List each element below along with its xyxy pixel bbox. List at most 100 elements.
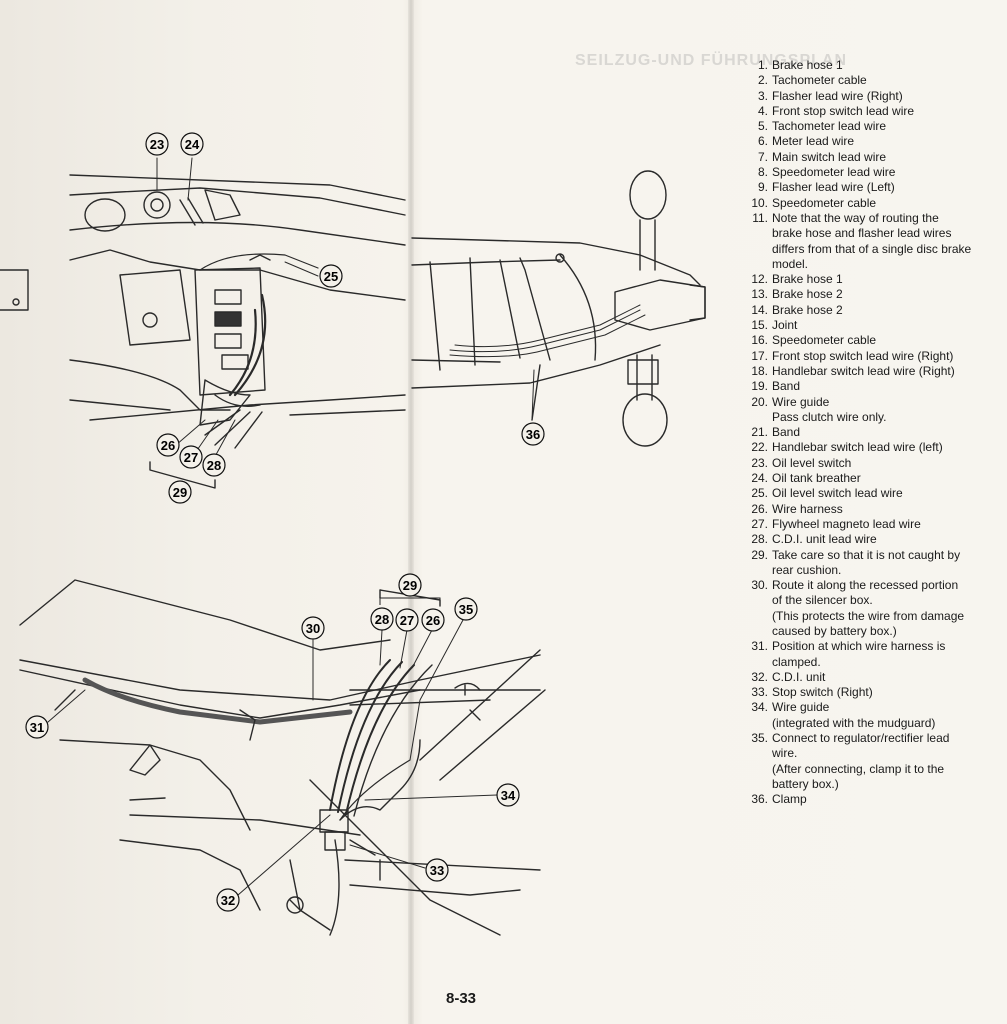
- legend-item-number: 8.: [757, 165, 768, 180]
- callout-35: 35: [454, 597, 478, 621]
- legend-item-number: 11.: [752, 210, 768, 225]
- legend-item-text: Speedometer lead wire: [772, 165, 896, 180]
- svg-text:29: 29: [403, 578, 417, 593]
- legend-item: 25. Oil level switch lead wire: [746, 486, 998, 501]
- legend-item: 17. Front stop switch lead wire (Right): [746, 349, 998, 364]
- bleed-through-title: SEILZUG-UND FÜHRUNGSPLAN: [575, 52, 847, 69]
- legend-item-number: 13.: [751, 287, 768, 302]
- callout-31: 31: [25, 715, 49, 739]
- legend-item: 20.Wire guide Pass clutch wire only.: [746, 395, 998, 426]
- legend-item-text: Clamp: [772, 792, 807, 807]
- svg-text:36: 36: [526, 427, 540, 442]
- legend-item: 29.Take care so that it is not caught by…: [746, 548, 998, 579]
- callout-34: 34: [496, 783, 520, 807]
- legend-item: 36.Clamp: [746, 792, 998, 807]
- legend-item-text: Front stop switch lead wire (Right): [772, 348, 954, 363]
- legend-item-number: 28.: [751, 532, 768, 547]
- svg-text:34: 34: [501, 788, 516, 803]
- svg-text:28: 28: [375, 612, 389, 627]
- callout-29-top: 29: [168, 480, 192, 504]
- legend-item: 2.Tachometer cable: [746, 73, 998, 88]
- legend-item-text: Tachometer lead wire: [772, 119, 887, 134]
- legend-item-number: 35.: [751, 731, 768, 746]
- legend-item-text: Band: [772, 379, 801, 394]
- legend-item: 33.Stop switch (Right): [746, 685, 998, 700]
- svg-text:27: 27: [184, 450, 198, 465]
- callout-32: 32: [216, 888, 240, 912]
- legend-item-text: Meter lead wire: [772, 134, 855, 149]
- callout-24: 24: [180, 132, 204, 156]
- legend-item: 22.Handlebar switch lead wire (left): [746, 440, 998, 455]
- legend-item-number: 3.: [757, 88, 768, 103]
- legend-item-text: Connect to regulator/rectifier lead wire…: [772, 731, 950, 791]
- legend-item: 15.Joint: [746, 318, 998, 333]
- legend-item: 21. Band: [746, 425, 998, 440]
- legend-item: 12. Brake hose 1: [746, 272, 998, 287]
- legend-item-text: Oil level switch lead wire: [772, 486, 903, 501]
- legend-item-text: Note that the way of routing the brake h…: [772, 210, 972, 271]
- legend-item: 34. Wire guide (integrated with the mudgu…: [746, 700, 998, 731]
- legend-item: 4.Front stop switch lead wire: [746, 104, 998, 119]
- legend-item-text: Wire harness: [772, 501, 843, 516]
- svg-text:32: 32: [221, 893, 235, 908]
- legend-item-number: 22.: [751, 440, 768, 455]
- legend-item: 32.C.D.I. unit: [746, 670, 998, 685]
- legend-item-number: 18.: [751, 363, 768, 378]
- legend-item-number: 4.: [757, 103, 768, 118]
- legend-item: 7.Main switch lead wire: [746, 150, 998, 165]
- legend-item-number: 10.: [751, 195, 768, 210]
- legend-item: 31.Position at which wire harness is cla…: [746, 639, 998, 670]
- legend-item-text: Speedometer cable: [772, 333, 877, 348]
- legend-item-text: Main switch lead wire: [772, 149, 887, 164]
- legend-item-text: Take care so that it is not caught by re…: [772, 547, 961, 577]
- legend-item-number: 5.: [757, 119, 768, 134]
- legend-item: 10.Speedometer cable: [746, 196, 998, 211]
- legend-item-number: 24.: [751, 471, 768, 486]
- page-fold: [408, 0, 414, 1024]
- svg-text:27: 27: [400, 613, 414, 628]
- legend-item-number: 32.: [751, 669, 768, 684]
- legend-item: 3.Flasher lead wire (Right): [746, 89, 998, 104]
- callout-28: 28: [202, 453, 226, 477]
- legend-item-text: Wire guide (integrated with the mudguard…: [772, 700, 936, 730]
- legend-item-text: Brake hose 2: [772, 302, 843, 317]
- legend-item-text: Brake hose 2: [772, 287, 843, 302]
- legend-item-number: 21.: [751, 425, 768, 440]
- legend-item-number: 34.: [751, 700, 768, 715]
- legend-item: 1.Brake hose 1: [746, 58, 998, 73]
- legend-item-number: 27.: [751, 516, 768, 531]
- diagram-rear-frame: [19, 579, 546, 936]
- svg-text:26: 26: [161, 438, 175, 453]
- legend-item-number: 12.: [751, 272, 768, 287]
- svg-text:26: 26: [426, 613, 440, 628]
- svg-text:30: 30: [306, 621, 320, 636]
- callout-25: 25: [319, 264, 343, 288]
- callout-28-bottom: 28: [370, 607, 394, 631]
- legend-item-text: Flasher lead wire (Left): [772, 180, 895, 195]
- callout-27-bottom: 27: [395, 608, 419, 632]
- legend-item: 23.Oil level switch: [746, 456, 998, 471]
- legend-item-number: 30.: [751, 578, 768, 593]
- diagram-oil-tank: [0, 174, 406, 489]
- svg-text:33: 33: [430, 863, 444, 878]
- callout-36: 36: [521, 422, 545, 446]
- legend-item-number: 17.: [751, 348, 768, 363]
- svg-text:29: 29: [173, 485, 187, 500]
- legend-item-text: Band: [772, 425, 801, 440]
- legend-item-number: 25.: [751, 486, 768, 501]
- svg-text:28: 28: [207, 458, 221, 473]
- legend-item-number: 19.: [751, 379, 768, 394]
- legend-item-number: 31.: [751, 639, 768, 654]
- legend-item: 9.Flasher lead wire (Left): [746, 180, 998, 195]
- legend-item: 24.Oil tank breather: [746, 471, 998, 486]
- page-number: 8-33: [446, 990, 477, 1007]
- legend-item: 5. Tachometer lead wire: [746, 119, 998, 134]
- legend-item-text: Brake hose 1: [772, 272, 843, 287]
- leader-lines: [47, 157, 535, 896]
- legend-item-number: 14.: [751, 302, 768, 317]
- legend-item-number: 23.: [751, 455, 768, 470]
- callout-26: 26: [156, 433, 180, 457]
